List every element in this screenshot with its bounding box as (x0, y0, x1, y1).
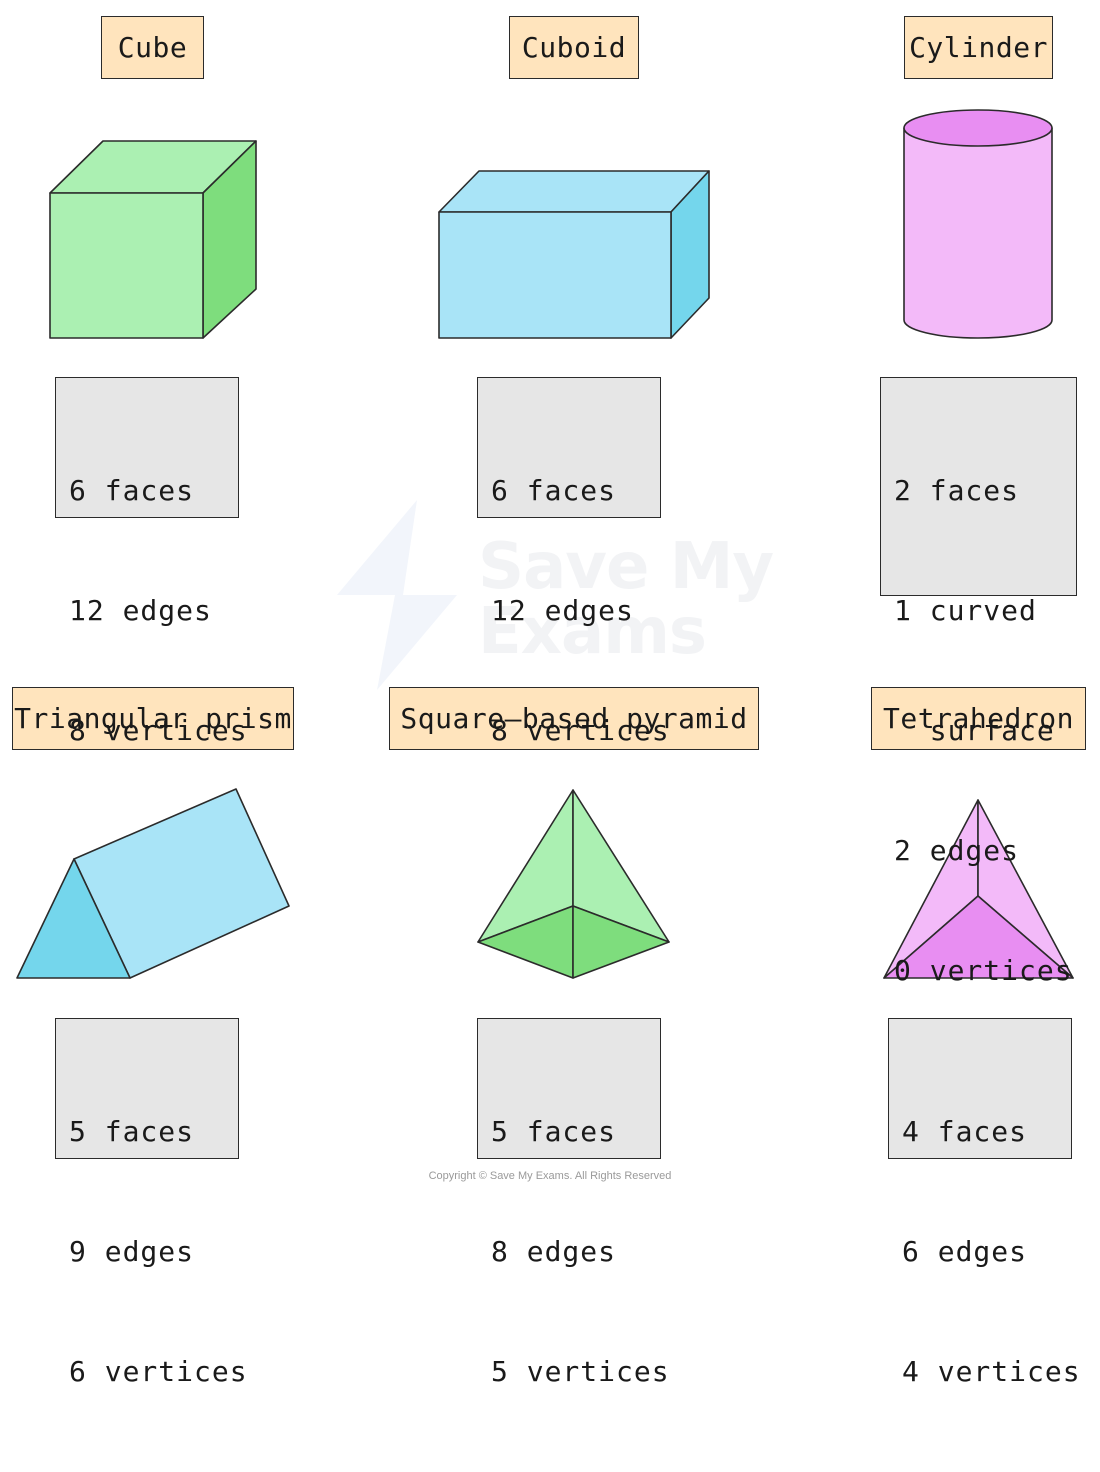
cuboid-faces: 6 faces (491, 474, 617, 507)
cuboid-edges: 12 edges (491, 594, 634, 627)
prism-faces: 5 faces (69, 1115, 195, 1148)
cuboid-shape (438, 170, 710, 339)
label-tetrahedron: Tetrahedron (871, 687, 1086, 750)
cylinder-top-face (903, 109, 1053, 147)
watermark-line-2: Exams (478, 595, 707, 669)
pyramid-vertices: 5 vertices (491, 1355, 670, 1388)
label-triangular-prism: Triangular prism (12, 687, 294, 750)
info-box-tetrahedron: 4 faces 6 edges 4 vertices (888, 1018, 1080, 1388)
shape-drawings (16, 109, 1074, 979)
info-box-cube: 6 faces 12 edges 8 vertices (55, 377, 247, 747)
cylinder-faces: 2 faces (894, 474, 1020, 507)
label-cylinder: Cylinder (904, 16, 1053, 79)
info-box-triangular-prism: 5 faces 9 edges 6 vertices (55, 1018, 247, 1388)
cylinder-edges: 2 edges (894, 834, 1020, 867)
copyright-notice: Copyright © Save My Exams. All Rights Re… (428, 1170, 672, 1182)
cylinder-surface: surface (894, 714, 1055, 747)
cube-faces: 6 faces (69, 474, 195, 507)
info-box-cylinder: 2 faces 1 curved surface 2 edges 0 verti… (880, 377, 1077, 987)
tetrahedron-shape (883, 799, 1074, 979)
watermark-bolt-icon (337, 500, 457, 690)
cuboid-front-face (438, 211, 672, 339)
label-cuboid: Cuboid (509, 16, 639, 79)
tetrahedron-edges: 6 edges (902, 1235, 1028, 1268)
cylinder-curved-surface (903, 127, 1053, 339)
cube-shape (49, 140, 257, 339)
cuboid-top-face (438, 170, 710, 213)
cylinder-shape (903, 109, 1053, 339)
label-cube: Cube (101, 16, 204, 79)
tetrahedron-front-face (883, 895, 1074, 979)
pyramid-base-right (572, 905, 670, 979)
pyramid-edges: 8 edges (491, 1235, 617, 1268)
triangular-prism-shape (16, 788, 290, 979)
watermark-line-1: Save My (478, 530, 774, 604)
cube-edges: 12 edges (69, 594, 212, 627)
info-box-cuboid: 6 faces 12 edges 8 vertices (477, 377, 669, 747)
square-based-pyramid-shape (477, 789, 670, 979)
label-square-based-pyramid: Square–based pyramid (389, 687, 759, 750)
cylinder-vertices: 0 vertices (894, 954, 1073, 987)
prism-edges: 9 edges (69, 1235, 195, 1268)
tetrahedron-vertices: 4 vertices (902, 1355, 1081, 1388)
shapes-diagram: Save My Exams Cube Cuboid Cylinder Trian… (12, 16, 1086, 1388)
cuboid-vertices: 8 vertices (491, 714, 670, 747)
prism-vertices: 6 vertices (69, 1355, 248, 1388)
cylinder-curved: 1 curved (894, 594, 1037, 627)
prism-triangular-face (16, 858, 131, 979)
tetrahedron-faces: 4 faces (902, 1115, 1028, 1148)
pyramid-faces: 5 faces (491, 1115, 617, 1148)
cube-front-face (49, 192, 204, 339)
info-box-square-based-pyramid: 5 faces 8 edges 5 vertices (477, 1018, 669, 1388)
cube-vertices: 8 vertices (69, 714, 248, 747)
